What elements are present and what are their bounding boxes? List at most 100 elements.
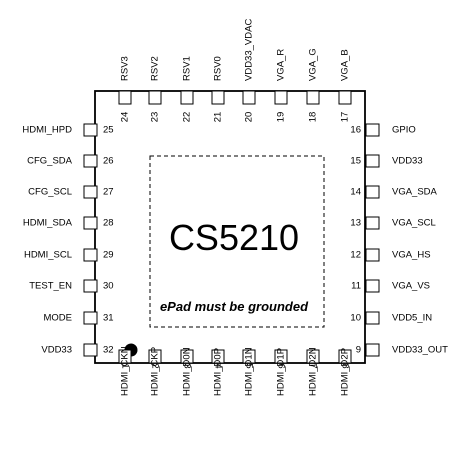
- pin-18-label: VGA_G: [308, 48, 319, 81]
- pin-16-label: GPIO: [392, 125, 416, 136]
- pin-2-label: HDMI_CKP: [150, 347, 161, 396]
- pin-25-number: 25: [103, 125, 114, 136]
- pin-25-label: HDMI_HPD: [22, 125, 72, 136]
- pin-7-pad: [306, 349, 320, 364]
- pin-32-label: VDD33: [41, 345, 72, 356]
- pin-2-number: 2: [150, 363, 161, 368]
- pin-28-label: HDMI_SDA: [23, 218, 73, 229]
- pin-24-label: RSV3: [120, 56, 131, 81]
- pin-11-number: 11: [351, 281, 361, 292]
- pin-13-pad: [365, 216, 380, 230]
- pin-30-label: TEST_EN: [29, 281, 72, 292]
- pin-19-pad: [274, 90, 288, 105]
- pin-31-number: 31: [103, 313, 114, 324]
- pin-21-number: 21: [213, 112, 224, 123]
- pin-31-pad: [83, 311, 98, 325]
- pin-12-pad: [365, 248, 380, 262]
- pin-18-number: 18: [308, 112, 319, 123]
- pin-31-label: MODE: [44, 313, 73, 324]
- pin-26-number: 26: [103, 156, 114, 167]
- pin-32-pad: [83, 343, 98, 357]
- pin-29-pad: [83, 248, 98, 262]
- pin-16-pad: [365, 123, 380, 137]
- pin-26-label: CFG_SDA: [27, 156, 73, 167]
- pin-3-pad: [180, 349, 194, 364]
- pin-24-pad: [118, 90, 132, 105]
- pin-22-number: 22: [182, 112, 193, 123]
- pin-29-number: 29: [103, 250, 114, 261]
- pin-22-label: RSV1: [182, 56, 193, 81]
- epad-outline: [149, 155, 325, 328]
- pin-21-pad: [211, 90, 225, 105]
- pin-29-label: HDMI_SCL: [24, 250, 72, 261]
- pin-32-number: 32: [103, 345, 114, 356]
- pin-5-pad: [242, 349, 256, 364]
- pin-1-pad: [118, 349, 132, 364]
- pin-18-pad: [306, 90, 320, 105]
- pin-30-pad: [83, 279, 98, 293]
- chip-body: [94, 90, 366, 364]
- pin-11-label: VGA_VS: [392, 281, 430, 292]
- pin-13-number: 13: [350, 218, 361, 229]
- pin-24-number: 24: [120, 112, 131, 123]
- pin-27-number: 27: [103, 187, 114, 198]
- pin-1-number: 1: [120, 363, 131, 368]
- pin-23-label: RSV2: [150, 56, 161, 81]
- pin-14-pad: [365, 185, 380, 199]
- pin-26-pad: [83, 154, 98, 168]
- pin-6-label: HDMI_D1P: [276, 348, 287, 396]
- pin-28-pad: [83, 216, 98, 230]
- pin-8-label: HDMI_D2P: [340, 348, 351, 396]
- pin-27-label: CFG_SCL: [28, 187, 72, 198]
- pin-19-number: 19: [276, 112, 287, 123]
- pin-7-number: 7: [308, 363, 319, 368]
- pin-28-number: 28: [103, 218, 114, 229]
- pin-3-number: 3: [182, 363, 193, 368]
- pin-25-pad: [83, 123, 98, 137]
- pin-17-pad: [338, 90, 352, 105]
- pin-4-label: HDMI_D0P: [213, 348, 224, 396]
- chip-name: CS5210: [169, 217, 299, 258]
- pin-14-number: 14: [350, 187, 361, 198]
- pin-23-number: 23: [150, 112, 161, 123]
- pin-27-pad: [83, 185, 98, 199]
- pin-2-pad: [148, 349, 162, 364]
- pin-22-pad: [180, 90, 194, 105]
- pin-30-number: 30: [103, 281, 114, 292]
- pin-15-label: VDD33: [392, 156, 423, 167]
- pin-4-pad: [211, 349, 225, 364]
- pin-1-label: HDMI_CKN: [120, 346, 131, 396]
- pin-8-number: 8: [340, 363, 351, 368]
- pin-15-number: 15: [350, 156, 361, 167]
- pin-4-number: 4: [213, 363, 224, 368]
- pin-5-number: 5: [244, 363, 255, 368]
- pin-12-number: 12: [350, 250, 361, 261]
- pin-19-label: VGA_R: [276, 49, 287, 81]
- pin-3-label: HDMI_D0N: [182, 347, 193, 396]
- pin-10-pad: [365, 311, 380, 325]
- pin-13-label: VGA_SCL: [392, 218, 436, 229]
- pin-12-label: VGA_HS: [392, 250, 431, 261]
- pin-20-label: VDD33_VDAC: [244, 19, 255, 81]
- pin-9-number: 9: [356, 345, 361, 356]
- pin-17-number: 17: [340, 112, 351, 123]
- pin-6-pad: [274, 349, 288, 364]
- pins-layer: 24RSV323RSV222RSV121RSV020VDD33_VDAC19VG…: [22, 19, 448, 396]
- pin-21-label: RSV0: [213, 56, 224, 81]
- pin-17-label: VGA_B: [340, 49, 351, 81]
- pin-15-pad: [365, 154, 380, 168]
- pin-14-label: VGA_SDA: [392, 187, 438, 198]
- pin-10-label: VDD5_IN: [392, 313, 432, 324]
- pin-23-pad: [148, 90, 162, 105]
- pin-20-number: 20: [244, 112, 255, 123]
- pin-5-label: HDMI_D1N: [244, 347, 255, 396]
- pin-10-number: 10: [350, 313, 361, 324]
- pin-6-number: 6: [276, 363, 287, 368]
- pin-8-pad: [338, 349, 352, 364]
- epad-note: ePad must be grounded: [160, 299, 309, 314]
- pin-11-pad: [365, 279, 380, 293]
- pin-9-pad: [365, 343, 380, 357]
- pin-16-number: 16: [350, 125, 361, 136]
